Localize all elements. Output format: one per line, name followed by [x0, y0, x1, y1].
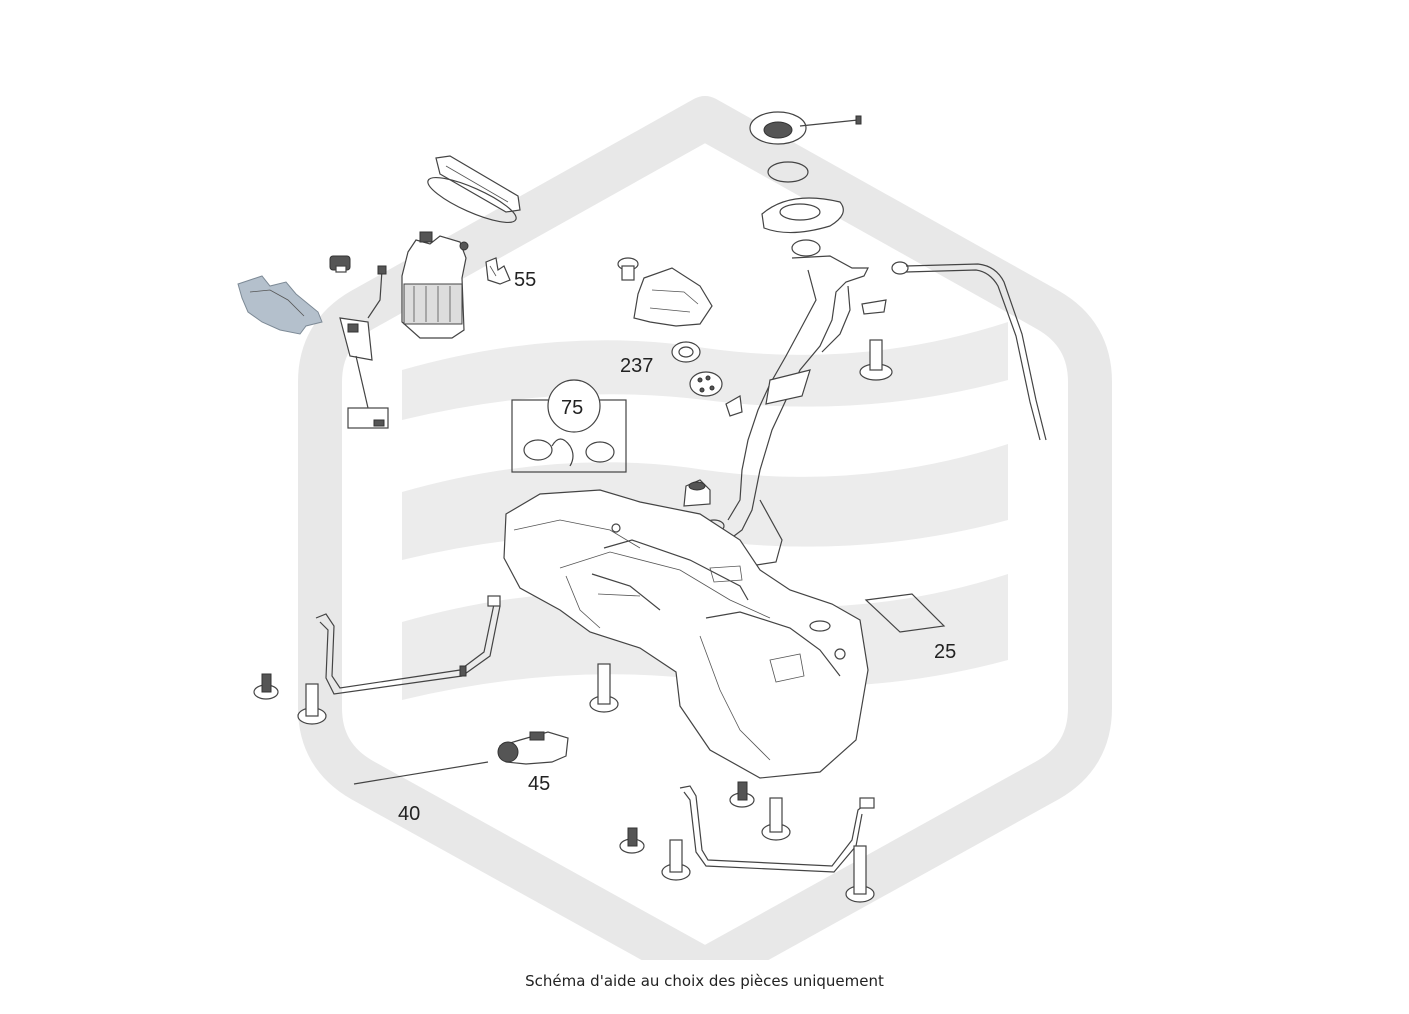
tank-valve[interactable] [683, 479, 711, 507]
label-tag[interactable] [861, 299, 887, 315]
fuel-pump-module[interactable] [401, 231, 469, 339]
diagram-caption: Schéma d'aide au choix des pièces unique… [525, 972, 884, 990]
callout-55[interactable]: 55 [514, 269, 536, 291]
filler-cap[interactable] [749, 111, 862, 145]
fuel-line-part[interactable] [353, 761, 489, 785]
bolt-right-5[interactable] [845, 845, 875, 903]
callout-45[interactable]: 45 [528, 773, 550, 795]
pump-seal-rings[interactable] [423, 155, 521, 230]
parts-diagram: 55 237 75 [237, 96, 1112, 960]
fuel-tank[interactable] [503, 489, 869, 779]
bolt-center[interactable] [589, 663, 619, 713]
bolt-left-1[interactable] [253, 673, 279, 700]
bracket-part[interactable] [485, 257, 511, 285]
stud-bolt[interactable] [859, 339, 893, 381]
connector-part[interactable] [497, 731, 569, 765]
tank-strap-left[interactable] [315, 595, 501, 695]
vent-hose[interactable] [891, 261, 1047, 441]
callout-40[interactable]: 40 [398, 803, 420, 825]
grommet-part[interactable] [671, 341, 701, 363]
sensor-part[interactable] [329, 255, 351, 273]
filler-flange[interactable] [761, 197, 844, 234]
callout-237[interactable]: 237 [620, 355, 653, 377]
cover-part[interactable] [633, 267, 713, 327]
callout-25[interactable]: 25 [934, 641, 956, 663]
label-sheet[interactable] [864, 593, 946, 633]
callout-75[interactable]: 75 [561, 397, 583, 419]
bolt-right-3[interactable] [619, 827, 645, 854]
bolt-right-1[interactable] [729, 781, 755, 808]
bolt-right-2[interactable] [761, 797, 791, 841]
filler-neck-pipe[interactable] [703, 239, 869, 581]
heat-shield-part[interactable] [237, 275, 323, 335]
filler-ring[interactable] [767, 161, 809, 183]
fuel-level-sender[interactable] [339, 265, 389, 429]
seal-kit-box[interactable] [511, 379, 627, 473]
screw-part[interactable] [617, 257, 639, 281]
bolt-left-2[interactable] [297, 683, 327, 725]
filter-part[interactable] [689, 371, 723, 397]
bolt-right-4[interactable] [661, 839, 691, 881]
